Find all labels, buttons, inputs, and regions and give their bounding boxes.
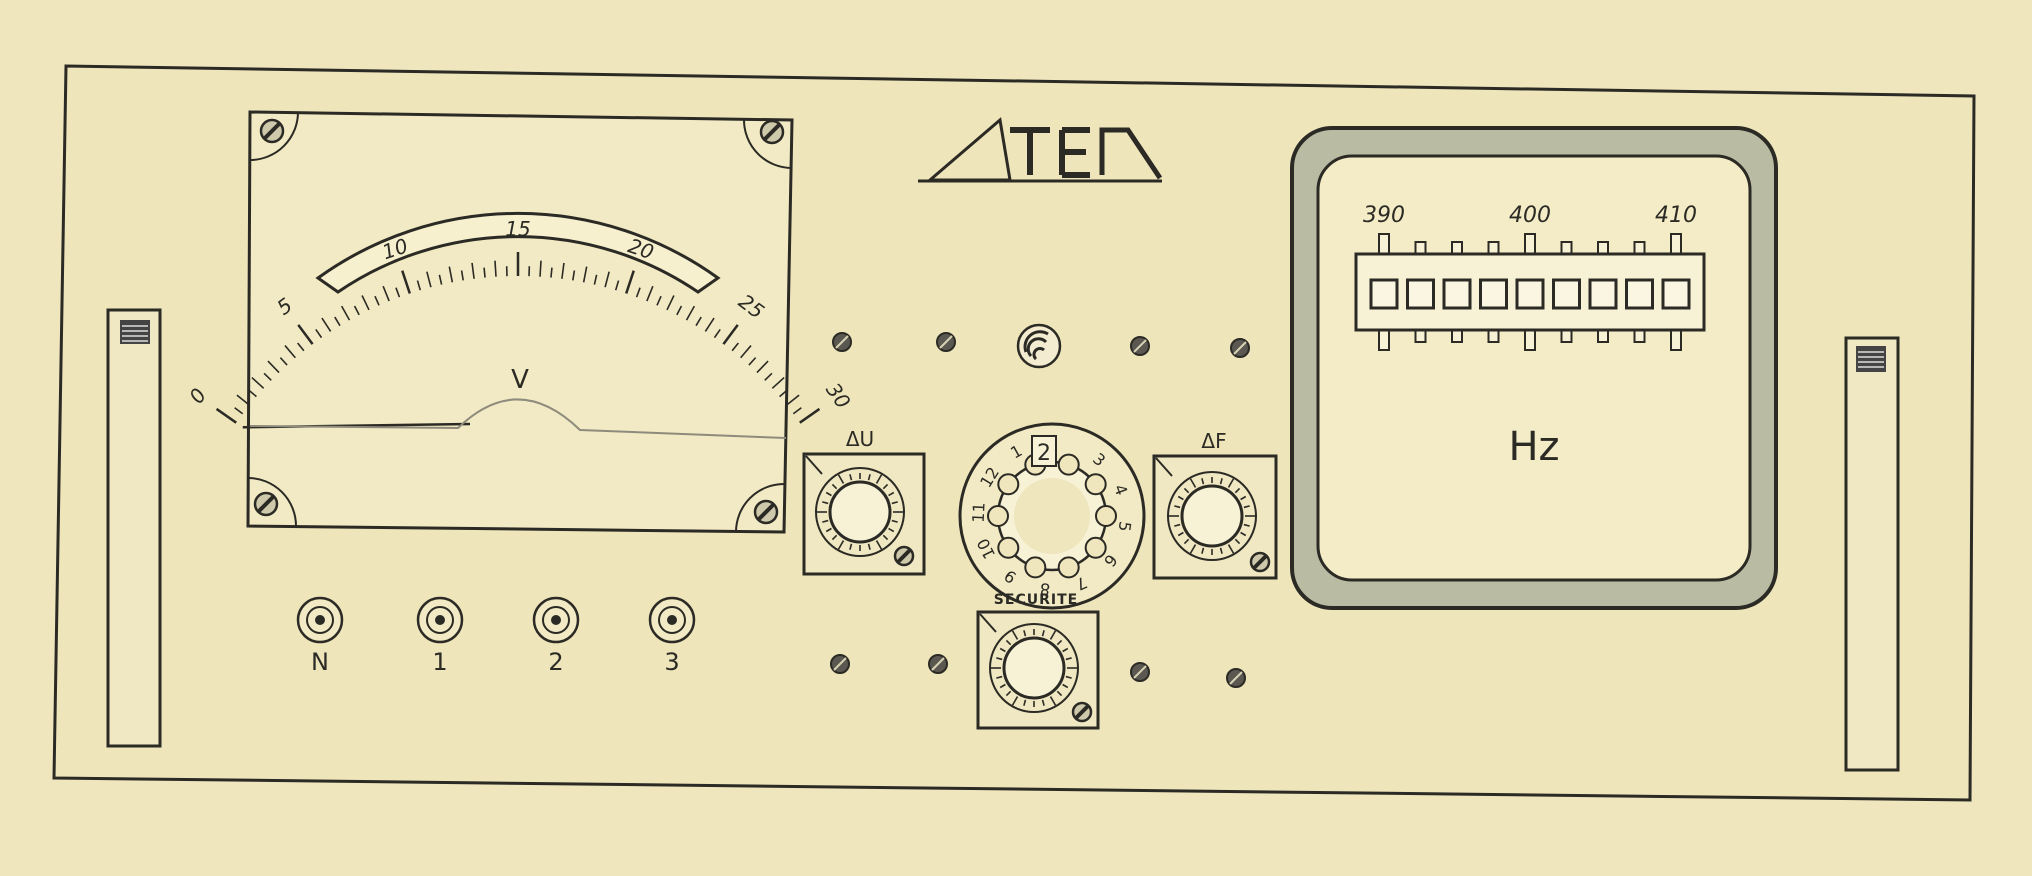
panel-screw [833,333,851,351]
reed-top [1562,242,1572,254]
voltmeter-tick [484,268,485,278]
reed-top [1635,242,1645,254]
reed-bottom [1525,330,1535,350]
reed [1408,280,1434,308]
reed [1663,280,1689,308]
frequency-unit: Hz [1508,424,1559,470]
terminal-n[interactable] [298,598,342,642]
reed-bottom [1598,330,1608,342]
reed-bottom [1562,330,1572,342]
reed [1517,280,1543,308]
panel-screw [937,333,955,351]
terminal-1[interactable] [418,598,462,642]
panel-screw [1131,663,1149,681]
reed-bottom [1379,330,1389,350]
terminal-label: 1 [432,648,447,676]
securite-label: SECURITE [994,592,1078,608]
reed [1590,280,1616,308]
panel-screw [1227,669,1245,687]
reed-top [1598,242,1608,254]
frequency-meter: 390 400 410 Hz [1292,128,1776,608]
reed [1627,280,1653,308]
securite-knob-panel: SECURITE [978,592,1098,728]
frequency-reeds [1371,280,1689,308]
securite-knob[interactable] [990,624,1078,712]
terminal-label: N [311,648,329,676]
panel-screw [1231,339,1249,357]
reed-top [1671,234,1681,254]
reed-top [1379,234,1389,254]
frequency-scale-label: 390 [1363,203,1405,228]
voltmeter-unit: V [511,365,529,395]
right-handle[interactable] [1846,338,1898,770]
voltmeter-scale-label: 15 [505,217,530,241]
delta-u-label: ΔU [846,427,874,451]
delta-f-knob[interactable] [1168,472,1256,560]
panel-screw [831,655,849,673]
terminal-2[interactable] [534,598,578,642]
voltmeter-tick [540,261,541,277]
reed-top [1416,242,1426,254]
frequency-scale-label: 400 [1509,203,1551,228]
reed-top [1489,242,1499,254]
reed-bottom [1635,330,1645,342]
panel-screw [929,655,947,673]
terminal-3[interactable] [650,598,694,642]
left-handle[interactable] [108,310,160,746]
reed-top [1452,242,1462,254]
delta-f-label: ΔF [1201,429,1226,453]
selector-current-position: 2 [1037,441,1051,466]
reed-top [1525,234,1535,254]
indicator-lamp [1018,325,1060,367]
reed [1554,280,1580,308]
terminal-label: 2 [548,648,563,676]
panel-screw [1131,337,1149,355]
frequency-scale-label: 410 [1655,203,1697,228]
reed-bottom [1416,330,1426,342]
reed [1481,280,1507,308]
selector-label: 11 [969,502,989,523]
voltmeter-tick [495,261,496,277]
reed-bottom [1671,330,1681,350]
reed-bottom [1489,330,1499,342]
voltmeter-tick [551,268,552,278]
reed [1371,280,1397,308]
reed [1444,280,1470,308]
voltmeter-face [248,112,792,532]
terminal-label: 3 [664,648,679,676]
reed-bottom [1452,330,1462,342]
delta-u-knob[interactable] [816,468,904,556]
